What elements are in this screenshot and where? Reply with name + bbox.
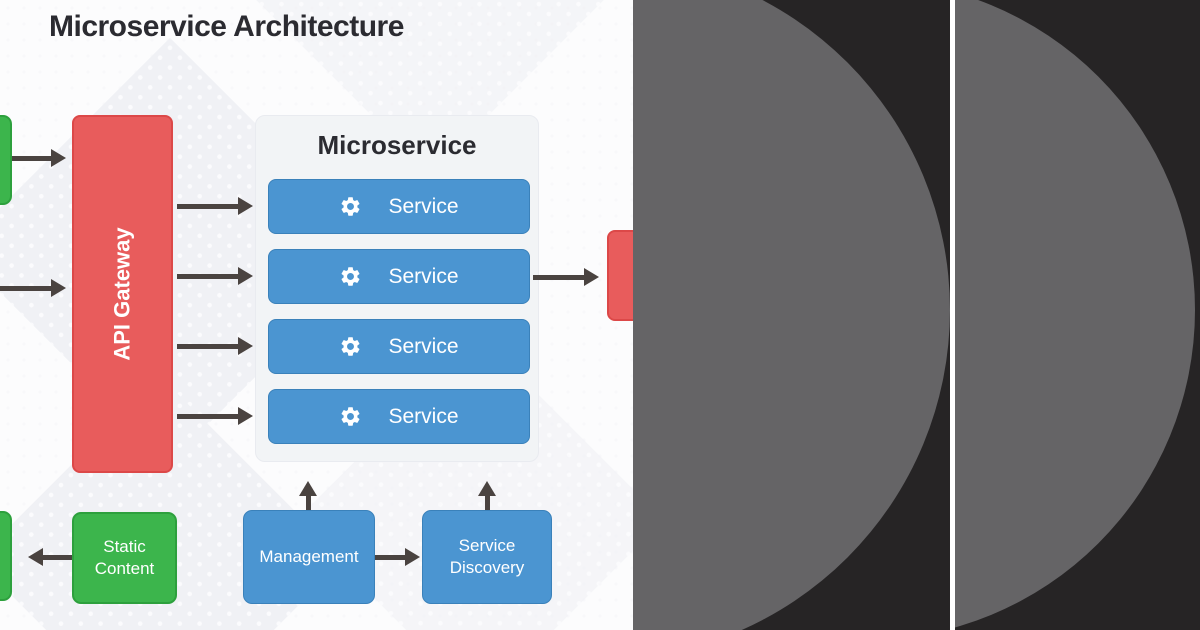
- gray-circle-right: [955, 0, 1195, 630]
- gear-icon: [342, 197, 360, 216]
- gear-icon: [342, 337, 360, 356]
- panel-divider: [950, 0, 955, 630]
- gear-icon: [342, 407, 360, 426]
- microservice-group: Microservice Service Service Service Ser…: [255, 115, 539, 462]
- arrow-management-up: [299, 481, 317, 510]
- gray-circle-left: [633, 0, 950, 630]
- diagram-area: Microservice Architecture API Gateway Mi…: [0, 0, 633, 630]
- dark-panel-right: [955, 0, 1200, 630]
- service-discovery-box: Service Discovery: [422, 510, 552, 604]
- service-label: Service: [388, 264, 459, 288]
- service-box-1: Service: [268, 179, 530, 234]
- arrow-gateway-to-service-4: [177, 407, 253, 425]
- service-box-2: Service: [268, 249, 530, 304]
- page-title: Microservice Architecture: [49, 10, 404, 43]
- client-box-clipped-bottom: [0, 511, 12, 601]
- client-box-clipped-top: [0, 115, 12, 205]
- red-box-clipped-right: [607, 230, 633, 321]
- service-discovery-label: Service Discovery: [449, 535, 525, 577]
- management-label: Management: [259, 546, 359, 566]
- api-gateway-label: API Gateway: [109, 227, 135, 361]
- arrow-discovery-up: [478, 481, 496, 510]
- arrow-gateway-to-service-2: [177, 267, 253, 285]
- service-box-3: Service: [268, 319, 530, 374]
- service-label: Service: [388, 334, 459, 358]
- dark-panel-left: [633, 0, 950, 630]
- service-label: Service: [388, 404, 459, 428]
- service-label: Service: [388, 194, 459, 218]
- service-box-4: Service: [268, 389, 530, 444]
- arrow-management-to-discovery: [375, 548, 420, 566]
- arrow-static-content-to-client: [28, 548, 72, 566]
- arrow-service-to-right: [533, 268, 599, 286]
- microservice-group-title: Microservice: [317, 130, 477, 160]
- static-content-label: Static Content: [94, 536, 155, 578]
- api-gateway-box: API Gateway: [72, 115, 173, 473]
- arrow-gateway-to-service-1: [177, 197, 253, 215]
- gear-icon: [342, 267, 360, 286]
- arrow-client-to-gateway: [12, 149, 66, 167]
- management-box: Management: [243, 510, 375, 604]
- static-content-box: Static Content: [72, 512, 177, 604]
- arrow-gateway-to-service-3: [177, 337, 253, 355]
- arrow-edge-to-gateway: [0, 279, 66, 297]
